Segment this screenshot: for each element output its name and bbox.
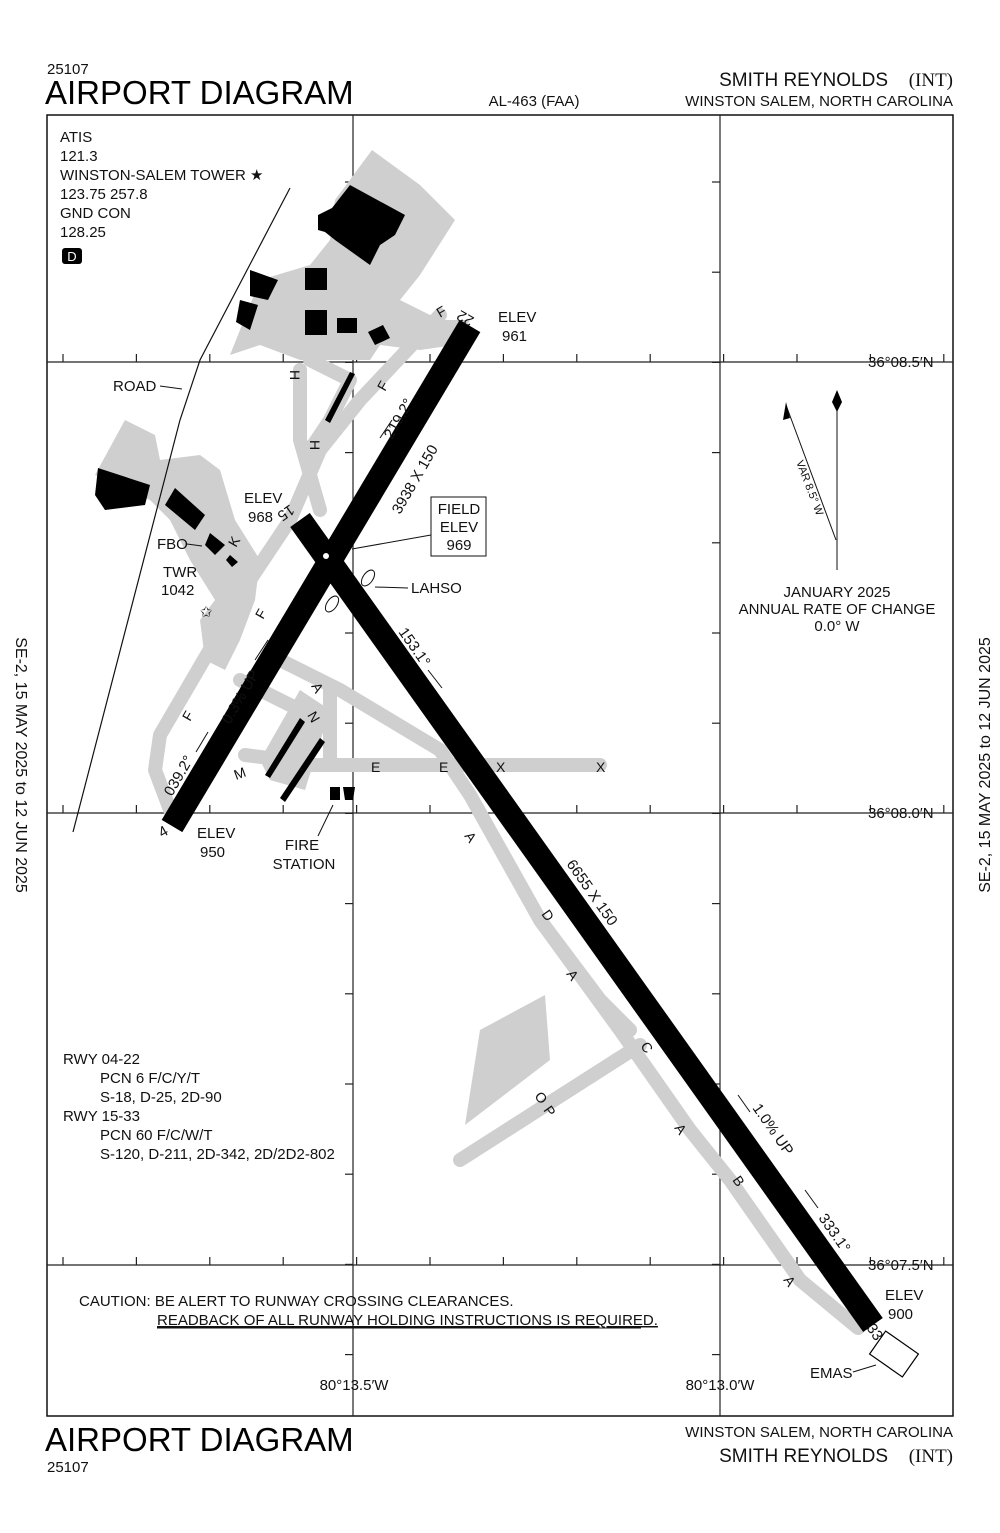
atis-label: ATIS xyxy=(60,129,92,146)
lat-bottom: 36°07.5′N xyxy=(868,1257,934,1274)
elev-33: 900 xyxy=(888,1306,913,1323)
svg-text:X: X xyxy=(496,759,506,775)
elev-4-label: ELEV xyxy=(197,825,235,842)
svg-text:PCN 60 F/C/W/T: PCN 60 F/C/W/T xyxy=(100,1127,213,1144)
tower-icon: ✩ xyxy=(200,604,213,621)
svg-text:S-18, D-25, 2D-90: S-18, D-25, 2D-90 xyxy=(100,1089,222,1106)
elev-15: 968 xyxy=(248,509,273,526)
svg-text:JANUARY 2025: JANUARY 2025 xyxy=(783,584,890,601)
elev-22: 961 xyxy=(502,328,527,345)
lahso-label: LAHSO xyxy=(411,580,462,597)
road-label: ROAD xyxy=(113,378,157,395)
road-line xyxy=(72,187,291,833)
fbo-label: FBO xyxy=(157,536,188,553)
gnd-con-label: GND CON xyxy=(60,205,131,222)
chart-number: 25107 xyxy=(47,61,89,78)
d-badge-text: D xyxy=(67,249,76,264)
tower-freq: 123.75 257.8 xyxy=(60,186,148,203)
magnetic-north-arrow-icon xyxy=(783,402,790,420)
field-elev-label: FIELD xyxy=(438,501,481,518)
effective-dates-left: SE-2, 15 MAY 2025 to 12 JUN 2025 xyxy=(12,637,29,893)
fire-station-leader xyxy=(317,804,334,837)
true-north-diamond-icon xyxy=(832,390,842,412)
emas-box xyxy=(868,1330,920,1378)
emas-label: EMAS xyxy=(810,1365,853,1382)
runway-end-33: 33 xyxy=(863,1321,886,1344)
svg-text:ANNUAL RATE OF CHANGE: ANNUAL RATE OF CHANGE xyxy=(739,601,936,618)
runway-end-4: 4 xyxy=(156,823,172,842)
aprons xyxy=(95,150,550,1125)
runway-15-33 xyxy=(290,513,883,1332)
lon-left: 80°13.5′W xyxy=(320,1377,390,1394)
d-badge xyxy=(62,248,82,264)
twr-label: TWR xyxy=(163,564,197,581)
diagram-frame xyxy=(46,114,954,1417)
buildings xyxy=(95,185,405,802)
lat-mid: 36°08.0′N xyxy=(868,805,934,822)
svg-text:F: F xyxy=(252,606,270,621)
field-elev-value: 969 xyxy=(446,537,471,554)
caution-line1: CAUTION: BE ALERT TO RUNWAY CROSSING CLE… xyxy=(79,1293,514,1310)
lon-right: 80°13.0′W xyxy=(686,1377,756,1394)
pcn-block: RWY 04-22 PCN 6 F/C/Y/T S-18, D-25, 2D-9… xyxy=(63,1051,335,1163)
magnetic-north-line xyxy=(785,404,837,541)
svg-text:RWY 04-22: RWY 04-22 xyxy=(63,1051,140,1068)
twr-elev: 1042 xyxy=(161,582,194,599)
road-leader xyxy=(159,385,183,390)
field-elev-leader xyxy=(351,534,432,550)
svg-text:A: A xyxy=(462,829,481,846)
runway-end-15: 15 xyxy=(274,501,297,524)
elev-22-label: ELEV xyxy=(498,309,536,326)
procedure-id: AL-463 (FAA) xyxy=(489,93,580,110)
chart-title: AIRPORT DIAGRAM xyxy=(45,74,354,111)
fbo-leader xyxy=(186,543,203,547)
field-elev-point xyxy=(323,553,329,559)
svg-text:0.0° W: 0.0° W xyxy=(814,618,860,635)
elev-33-label: ELEV xyxy=(885,1287,923,1304)
lat-top: 36°08.5′N xyxy=(868,354,934,371)
lahso-leader xyxy=(374,586,409,589)
tower-label: WINSTON-SALEM TOWER ★ xyxy=(60,167,263,184)
svg-text:E: E xyxy=(439,759,448,775)
footer-chart-number: 25107 xyxy=(47,1459,89,1476)
svg-text:S-120, D-211, 2D-342, 2D/2D2-8: S-120, D-211, 2D-342, 2D/2D2-802 xyxy=(100,1146,335,1163)
field-elev-label2: ELEV xyxy=(440,519,478,536)
footer-airport-id: (INT) xyxy=(909,1446,953,1467)
airport-id: (INT) xyxy=(909,70,953,91)
footer-title: AIRPORT DIAGRAM xyxy=(45,1421,354,1458)
footer-airport-name: SMITH REYNOLDS xyxy=(719,1446,888,1467)
gnd-con-freq: 128.25 xyxy=(60,224,106,241)
svg-text:F: F xyxy=(179,708,197,723)
lahso-icon xyxy=(324,595,340,613)
runway-04-22 xyxy=(161,319,481,833)
emas-leader xyxy=(852,1364,877,1373)
elev-4: 950 xyxy=(200,844,225,861)
runway-end-22: 22 xyxy=(454,306,477,329)
magnetic-variation: VAR 8.5° W JANUARY 2025 ANNUAL RATE OF C… xyxy=(739,390,936,635)
svg-text:A: A xyxy=(781,1273,800,1290)
caution-line2: READBACK OF ALL RUNWAY HOLDING INSTRUCTI… xyxy=(157,1312,658,1329)
field-elev-box xyxy=(430,496,487,557)
svg-text:PCN 6 F/C/Y/T: PCN 6 F/C/Y/T xyxy=(100,1070,200,1087)
fire-station-label2: STATION xyxy=(273,856,336,873)
svg-text:RWY 15-33: RWY 15-33 xyxy=(63,1108,140,1125)
svg-text:X: X xyxy=(596,759,606,775)
airport-location: WINSTON SALEM, NORTH CAROLINA xyxy=(685,93,953,110)
elev-15-label: ELEV xyxy=(244,490,282,507)
footer-location: WINSTON SALEM, NORTH CAROLINA xyxy=(685,1424,953,1441)
airport-name: SMITH REYNOLDS xyxy=(719,70,888,91)
fire-station-label: FIRE xyxy=(285,837,319,854)
svg-text:H: H xyxy=(287,370,303,380)
svg-text:M: M xyxy=(232,764,248,783)
direction-arrows xyxy=(195,419,819,1209)
svg-text:E: E xyxy=(371,759,380,775)
lahso-icon xyxy=(360,569,376,587)
taxiways xyxy=(148,308,865,1335)
svg-text:H: H xyxy=(307,440,323,450)
atis-freq: 121.3 xyxy=(60,148,98,165)
frequency-block: ATIS 121.3 WINSTON-SALEM TOWER ★ 123.75 … xyxy=(60,129,263,264)
effective-dates-right: SE-2, 15 MAY 2025 to 12 JUN 2025 xyxy=(977,637,994,893)
